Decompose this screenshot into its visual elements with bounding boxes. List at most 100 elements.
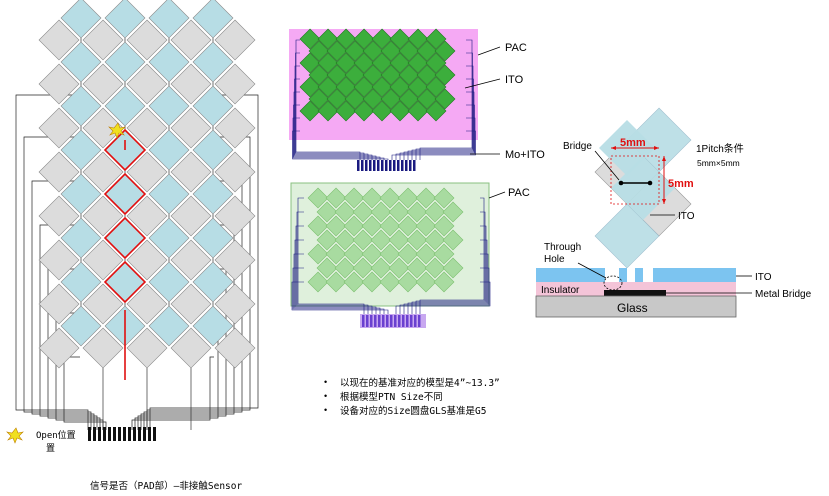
green-ito-cell <box>335 76 357 98</box>
through-hole-label-line2: Hole <box>544 254 565 265</box>
blue-ito-cell <box>104 41 146 83</box>
green-ito-cell <box>335 28 357 50</box>
light-green-ito-cell <box>379 187 401 209</box>
routing-trace <box>296 211 369 316</box>
green-ito-cell <box>308 88 330 110</box>
green-ito-cell <box>317 100 339 122</box>
light-green-ito-cell <box>316 229 338 251</box>
routing-trace <box>293 91 377 160</box>
green-ito-cell <box>425 28 447 50</box>
blue-ito-cell <box>192 261 234 303</box>
gray-ito-cell <box>38 19 80 61</box>
light-green-ito-cell <box>424 229 446 251</box>
light-green-ito-cell <box>379 215 401 237</box>
left-caption: 信号是否（PAD部）—非接触Sensor <box>90 480 242 492</box>
light-green-ito-cell <box>307 271 329 293</box>
routing-trace <box>395 281 491 316</box>
light-green-ito-cell <box>316 201 338 223</box>
open-path-cell <box>103 128 147 172</box>
signal-pad <box>108 427 111 441</box>
light-green-ito-cell <box>370 229 392 251</box>
signal-pad <box>413 160 416 171</box>
green-ito-cell <box>353 28 375 50</box>
gray-ito-cell <box>126 195 168 237</box>
gray-ito-cell <box>126 107 168 149</box>
light-green-ito-cell <box>316 257 338 279</box>
green-ito-cell <box>389 28 411 50</box>
light-green-ito-cell <box>397 187 419 209</box>
gray-ito-cell <box>126 63 168 105</box>
gray-ito-cell <box>214 19 256 61</box>
bottom-routing-traces <box>291 197 491 316</box>
bottom-diamond-grid <box>307 187 464 293</box>
light-green-ito-cell <box>415 187 437 209</box>
blue-ito-cell <box>192 173 234 215</box>
light-green-ito-cell <box>325 271 347 293</box>
light-green-ito-cell <box>361 243 383 265</box>
routing-trace <box>399 104 475 160</box>
blue-ito-cell <box>60 41 102 83</box>
signal-pad <box>138 427 141 441</box>
routing-trace <box>403 253 489 316</box>
light-green-ito-cell <box>370 201 392 223</box>
gray-ito-cell <box>214 107 256 149</box>
routing-trace <box>292 130 389 160</box>
light-green-ito-cell <box>361 215 383 237</box>
light-green-ito-cell <box>424 257 446 279</box>
blue-ito-cell <box>148 217 190 259</box>
light-green-ito-cell <box>343 215 365 237</box>
green-ito-cell <box>380 40 402 62</box>
top-ito-label: ITO <box>505 74 524 86</box>
insulator-label: Insulator <box>541 285 580 296</box>
signal-pad <box>393 160 396 171</box>
cross-ito-label: ITO <box>755 272 772 283</box>
green-ito-cell <box>398 40 420 62</box>
top-pac-label: PAC <box>505 42 527 54</box>
signal-pad <box>366 315 369 327</box>
gray-ito-cell <box>214 63 256 105</box>
blue-ito-cell <box>60 217 102 259</box>
gray-ito-cell <box>82 19 124 61</box>
gray-ito-cell <box>170 107 212 149</box>
signal-pad <box>398 315 401 327</box>
signal-pad <box>382 315 385 327</box>
green-ito-cell <box>326 40 348 62</box>
blue-ito-cell <box>60 261 102 303</box>
green-ito-cell <box>398 88 420 110</box>
light-green-ito-cell <box>433 243 455 265</box>
gray-ito-cell <box>82 151 124 193</box>
routing-trace <box>292 117 385 160</box>
light-green-ito-cell <box>433 187 455 209</box>
light-green-ito-cell <box>433 215 455 237</box>
green-ito-cell <box>353 100 375 122</box>
routing-trace <box>391 130 476 160</box>
light-green-ito-cell <box>442 257 464 279</box>
blue-ito-cell <box>192 41 234 83</box>
gray-ito-cell <box>82 239 124 281</box>
light-green-ito-cell <box>325 243 347 265</box>
blue-ito-cell <box>60 305 102 347</box>
bridge-label: Bridge <box>563 141 592 152</box>
gray-ito-cell <box>82 327 124 369</box>
note-2: 根据模型PTN Size不同 <box>340 391 443 403</box>
blue-ito-cell <box>148 129 190 171</box>
blue-ito-cell <box>192 85 234 127</box>
light-green-ito-cell <box>325 187 347 209</box>
gray-ito-cell <box>38 151 80 193</box>
light-green-ito-cell <box>352 257 374 279</box>
light-green-ito-cell <box>406 229 428 251</box>
blue-ito-cell <box>192 305 234 347</box>
gray-ito-cell <box>38 283 80 325</box>
light-green-ito-cell <box>334 201 356 223</box>
top-mo-ito-label: Mo+ITO <box>505 149 545 161</box>
gray-ito-cell <box>126 327 168 369</box>
green-ito-cell <box>299 76 321 98</box>
signal-pad <box>410 315 413 327</box>
metal-bridge <box>604 290 666 296</box>
dim-horizontal-label: 5mm <box>620 137 646 149</box>
gray-ito-cell <box>38 327 80 369</box>
gray-ito-cell <box>170 327 212 369</box>
green-ito-cell <box>434 64 456 86</box>
light-green-ito-cell <box>415 215 437 237</box>
green-ito-cell <box>434 88 456 110</box>
